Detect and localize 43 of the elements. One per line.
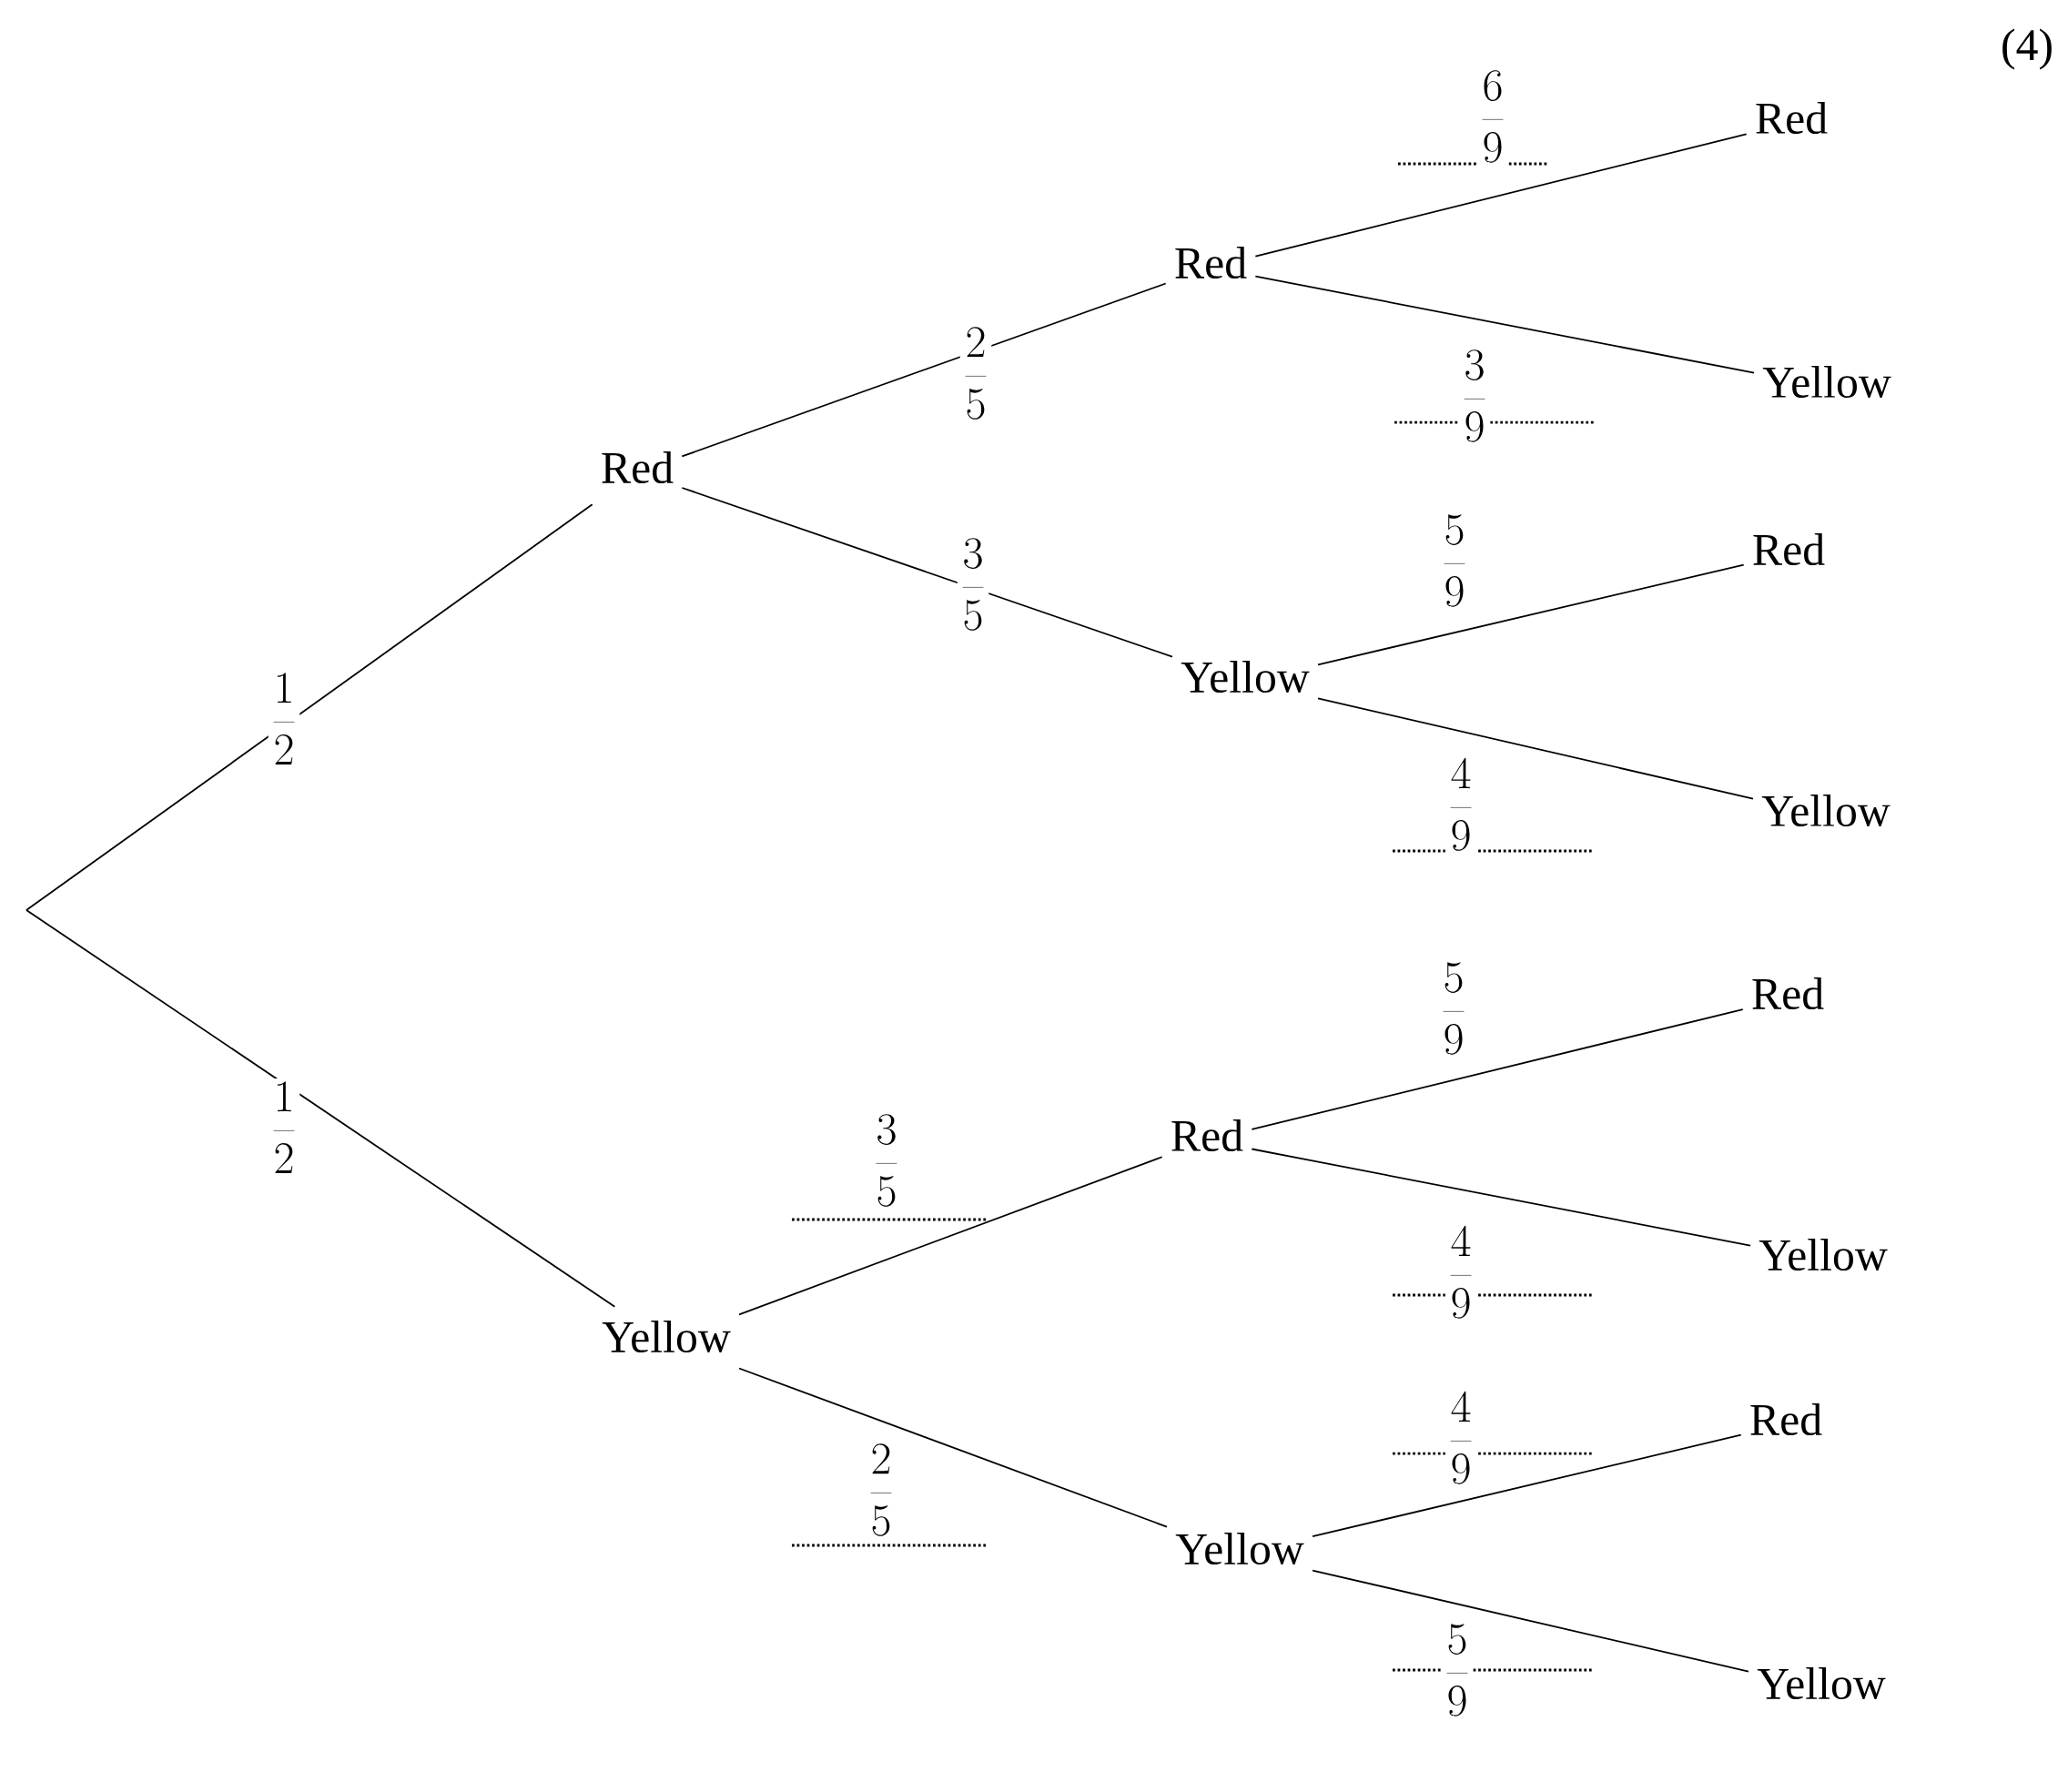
branch-line: [1317, 563, 1745, 666]
outcome-label: Red: [1756, 102, 1828, 135]
outcome-label: Yellow: [1181, 661, 1310, 694]
probability-label: $\frac{5}{9}$: [1437, 958, 1470, 1058]
outcome-label: Yellow: [602, 1321, 731, 1353]
outcome-label: Yellow: [1175, 1533, 1304, 1565]
branch-line: [1251, 1008, 1744, 1130]
probability-label: $\frac{5}{9}$: [1441, 1620, 1474, 1720]
branch-line: [1254, 275, 1755, 374]
branch-line: [1254, 133, 1748, 258]
probability-label: $\frac{4}{9}$: [1445, 1222, 1477, 1322]
probability-label: $\frac{4}{9}$: [1445, 754, 1477, 855]
branch-line: [738, 1156, 1163, 1316]
branch-line: [25, 503, 593, 911]
branch-line: [1312, 1569, 1749, 1673]
probability-label: $\frac{5}{9}$: [1438, 511, 1471, 611]
marks-label: (4): [2002, 28, 2052, 70]
outcome-label: Yellow: [1761, 795, 1891, 827]
probability-label: $\frac{2}{5}$: [865, 1440, 897, 1540]
outcome-label: Red: [1752, 977, 1824, 1010]
branch-line: [681, 282, 1167, 458]
branch-line: [1312, 1433, 1742, 1538]
probability-label: $\frac{1}{2}$: [268, 669, 300, 769]
probability-label: $\frac{4}{9}$: [1445, 1388, 1477, 1488]
outcome-label: Red: [1750, 1403, 1822, 1436]
outcome-label: Yellow: [1762, 366, 1891, 399]
probability-label: $\frac{1}{2}$: [268, 1078, 300, 1178]
outcome-label: Yellow: [1757, 1667, 1886, 1700]
outcome-label: Red: [1171, 1119, 1243, 1152]
branch-line: [1251, 1148, 1751, 1247]
probability-label: $\frac{3}{5}$: [870, 1110, 903, 1210]
branch-line: [681, 487, 1173, 658]
branch-line: [25, 909, 616, 1308]
branch-line: [1317, 697, 1754, 800]
probability-label: $\frac{6}{9}$: [1476, 66, 1509, 167]
outcome-label: Red: [1753, 533, 1825, 566]
outcome-label: Red: [1175, 247, 1247, 279]
outcome-label: Yellow: [1759, 1239, 1888, 1271]
branch-line: [738, 1367, 1168, 1528]
outcome-label: Red: [602, 451, 674, 484]
probability-label: $\frac{3}{9}$: [1458, 346, 1491, 446]
probability-label: $\frac{3}{5}$: [957, 534, 989, 634]
probability-label: $\frac{2}{5}$: [959, 323, 992, 423]
